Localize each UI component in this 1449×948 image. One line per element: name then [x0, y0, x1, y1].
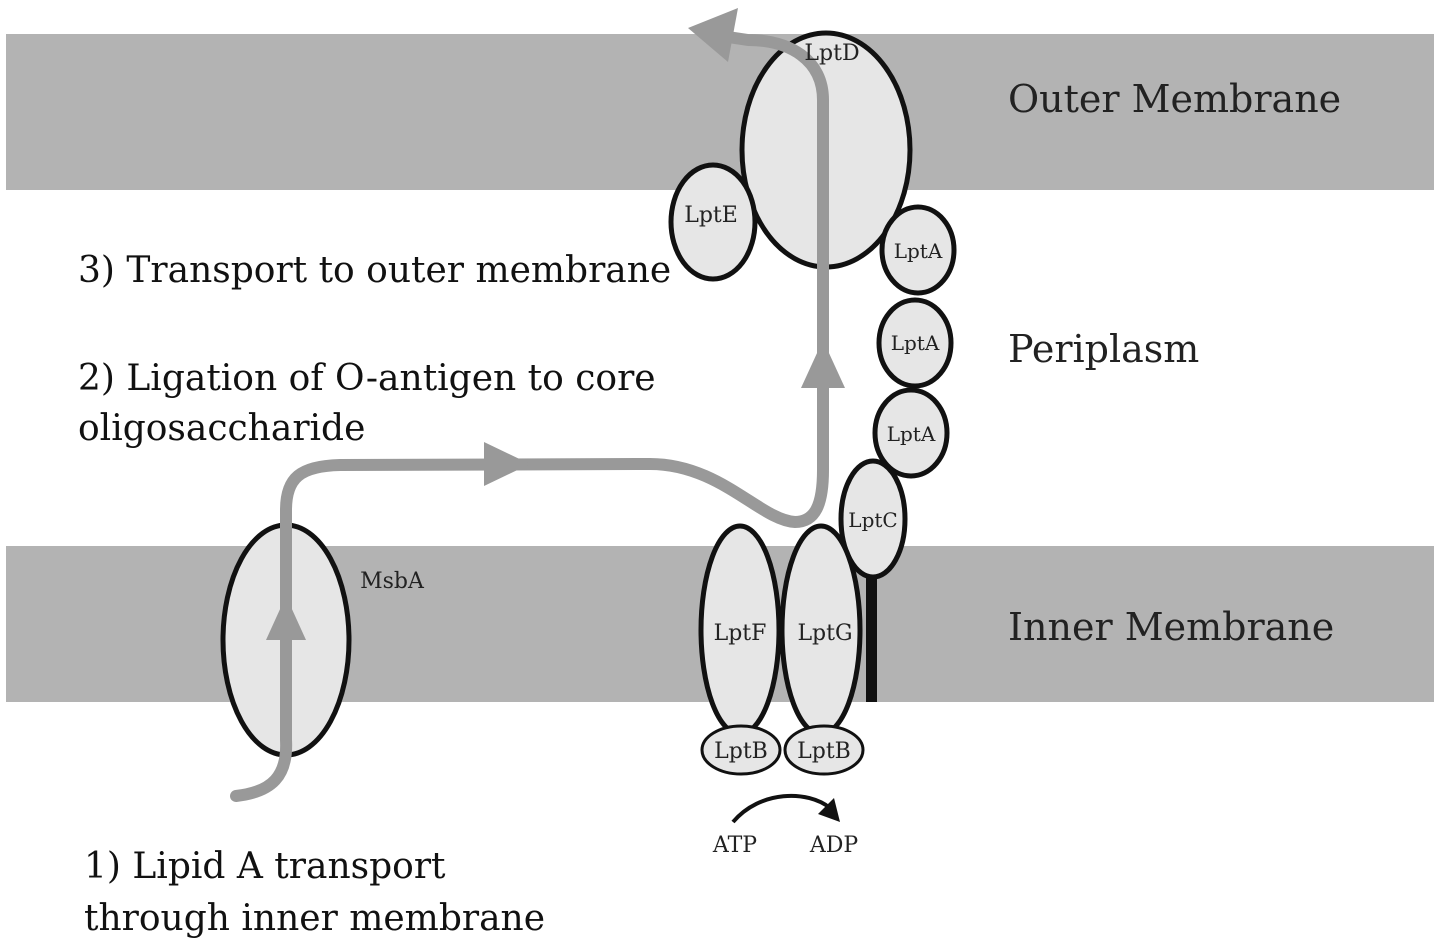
- periplasm-label: Periplasm: [1008, 327, 1199, 371]
- atp-label: ATP: [712, 833, 757, 858]
- lptb-label-2: LptB: [797, 739, 851, 764]
- lptg-label: LptG: [797, 621, 852, 646]
- adp-label: ADP: [809, 833, 859, 858]
- lptb-protein-2: [783, 724, 865, 776]
- step1-label-line1: 1) Lipid A transport: [84, 846, 446, 887]
- lpta-protein-1: [879, 204, 957, 296]
- lpta-label-3: LptA: [887, 422, 936, 446]
- lpta-protein-2: [876, 297, 954, 389]
- lptc-protein: [838, 458, 908, 580]
- arrowhead-exit: [688, 8, 738, 62]
- lpte-label: LptE: [684, 203, 738, 228]
- lptb-label-1: LptB: [714, 739, 768, 764]
- arrowhead-periplasm: [484, 442, 530, 486]
- lpta-protein-3: [872, 387, 950, 479]
- step2-label-line1: 2) Ligation of O-antigen to core: [78, 358, 656, 399]
- atp-adp-arrow: [731, 793, 832, 824]
- atp-adp-arrowhead: [818, 798, 840, 822]
- lptd-label: LptD: [804, 41, 859, 66]
- step3-label: 3) Transport to outer membrane: [78, 250, 671, 291]
- pathway-arrow: [230, 28, 829, 802]
- step2-label-line2: oligosaccharide: [78, 408, 365, 449]
- lpte-protein: [668, 162, 758, 282]
- msba-label: MsbA: [360, 569, 425, 594]
- lpta-label-2: LptA: [891, 331, 940, 355]
- inner-membrane-label: Inner Membrane: [1008, 605, 1334, 649]
- lptc-anchor: [866, 572, 877, 702]
- outer-membrane-label: Outer Membrane: [1008, 77, 1341, 121]
- lptf-label: LptF: [714, 621, 767, 646]
- lpta-label-1: LptA: [894, 239, 943, 263]
- arrowhead-msba: [266, 596, 306, 640]
- step1-label-line2: through inner membrane: [84, 898, 545, 939]
- lptb-protein-1: [700, 724, 782, 776]
- lptc-label: LptC: [848, 508, 897, 532]
- arrowhead-lpta: [801, 340, 845, 388]
